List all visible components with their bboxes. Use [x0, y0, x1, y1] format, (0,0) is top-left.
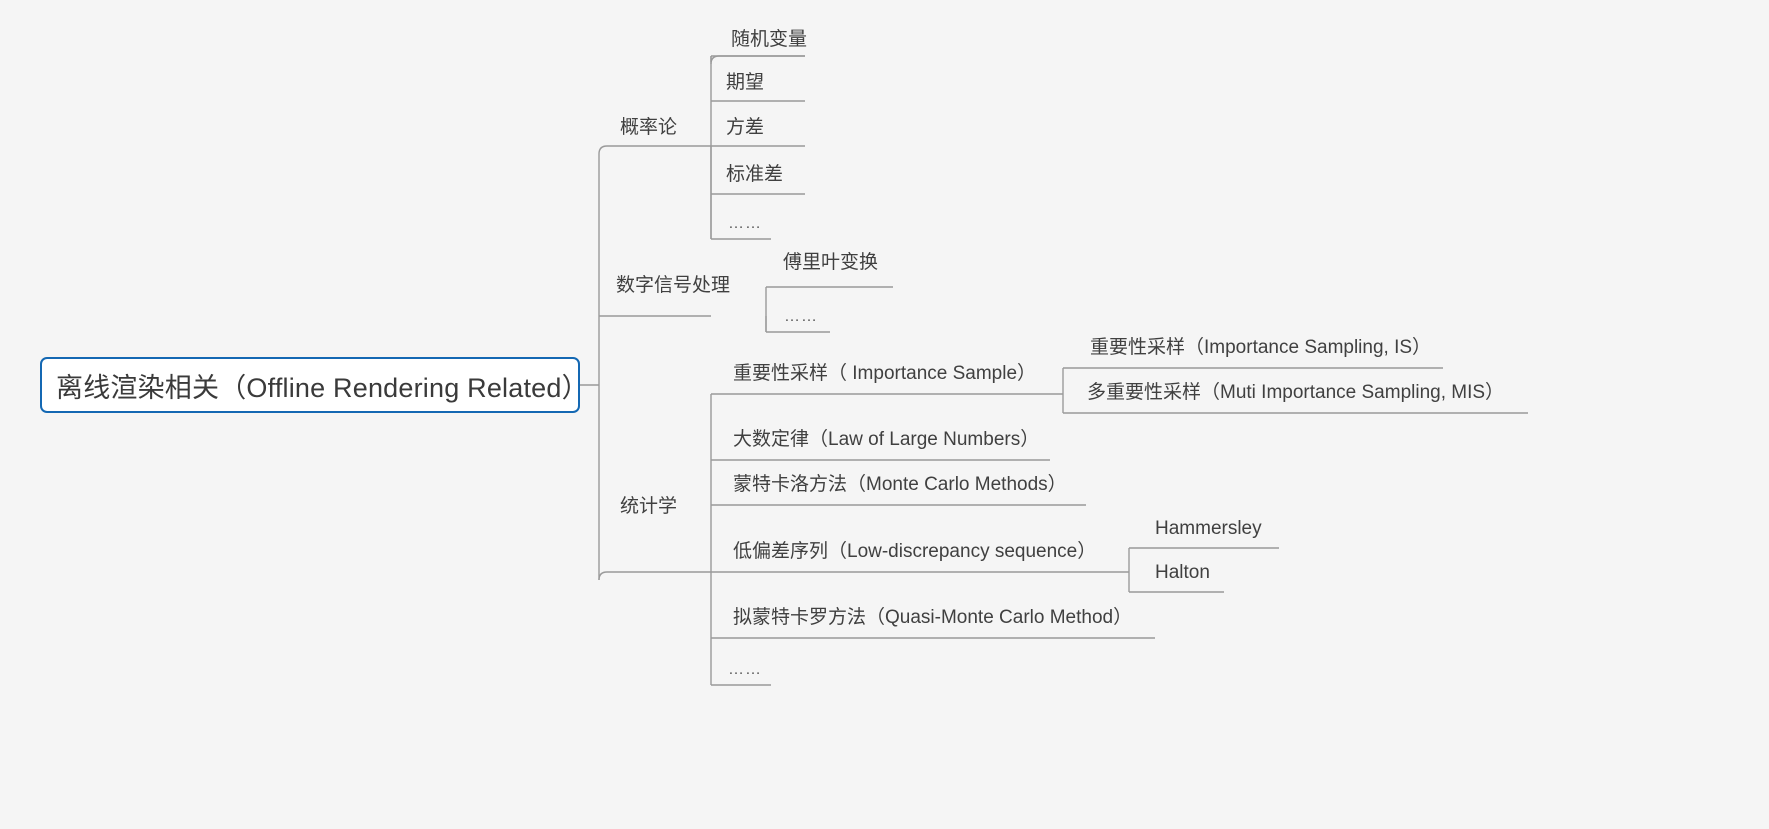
node-statistics-more-label: …… — [728, 661, 762, 678]
node-low-discrepancy-sequence-label: 低偏差序列（Low-discrepancy sequence） — [733, 541, 1097, 562]
node-expectation[interactable]: 期望 — [726, 73, 764, 92]
node-hammersley-label: Hammersley — [1155, 518, 1262, 539]
node-monte-carlo-methods-label: 蒙特卡洛方法（Monte Carlo Methods） — [733, 474, 1067, 495]
node-dsp-more-label: …… — [784, 308, 818, 325]
node-halton[interactable]: Halton — [1155, 563, 1210, 582]
node-probability-more-label: …… — [728, 215, 762, 232]
root-node[interactable]: 离线渲染相关（Offline Rendering Related） — [40, 357, 589, 413]
node-importance-sampling-is-label: 重要性采样（Importance Sampling, IS） — [1090, 337, 1432, 358]
node-quasi-monte-carlo-label: 拟蒙特卡罗方法（Quasi-Monte Carlo Method） — [733, 607, 1133, 628]
node-expectation-label: 期望 — [726, 72, 765, 93]
node-standard-deviation[interactable]: 标准差 — [726, 165, 783, 184]
branch-dsp[interactable]: 数字信号处理 — [616, 276, 730, 295]
node-variance[interactable]: 方差 — [726, 118, 764, 137]
branch-dsp-label: 数字信号处理 — [616, 275, 731, 296]
node-probability-more[interactable]: …… — [728, 216, 762, 232]
node-importance-sample[interactable]: 重要性采样（ Importance Sample） — [733, 364, 1036, 383]
wire-lvl1-statistics — [598, 571, 711, 581]
branch-statistics-label: 统计学 — [620, 496, 678, 517]
wire-prob-random-var — [710, 55, 805, 65]
branch-probability-label: 概率论 — [620, 117, 678, 138]
node-halton-label: Halton — [1155, 562, 1210, 583]
node-hammersley[interactable]: Hammersley — [1155, 519, 1262, 538]
node-low-discrepancy-sequence[interactable]: 低偏差序列（Low-discrepancy sequence） — [733, 542, 1096, 561]
root-label: 离线渲染相关（Offline Rendering Related） — [56, 372, 589, 403]
node-multiple-importance-sampling-mis-label: 多重要性采样（Muti Importance Sampling, MIS） — [1087, 382, 1505, 403]
node-random-variable[interactable]: 随机变量 — [731, 30, 807, 49]
node-fourier-transform[interactable]: 傅里叶变换 — [783, 253, 878, 272]
node-quasi-monte-carlo[interactable]: 拟蒙特卡罗方法（Quasi-Monte Carlo Method） — [733, 608, 1132, 627]
branch-statistics[interactable]: 统计学 — [620, 497, 677, 516]
node-variance-label: 方差 — [726, 117, 765, 138]
node-fourier-transform-label: 傅里叶变换 — [783, 252, 879, 273]
node-statistics-more[interactable]: …… — [728, 662, 762, 678]
branch-probability[interactable]: 概率论 — [620, 118, 677, 137]
node-dsp-more[interactable]: …… — [784, 309, 818, 325]
node-importance-sampling-is[interactable]: 重要性采样（Importance Sampling, IS） — [1090, 338, 1431, 357]
node-monte-carlo-methods[interactable]: 蒙特卡洛方法（Monte Carlo Methods） — [733, 475, 1067, 494]
node-random-variable-label: 随机变量 — [731, 29, 808, 50]
node-law-large-numbers-label: 大数定律（Law of Large Numbers） — [733, 429, 1040, 450]
node-importance-sample-label: 重要性采样（ Importance Sample） — [733, 363, 1037, 384]
wire-lvl1-probability — [598, 145, 711, 155]
node-standard-deviation-label: 标准差 — [726, 164, 784, 185]
node-multiple-importance-sampling-mis[interactable]: 多重要性采样（Muti Importance Sampling, MIS） — [1087, 383, 1504, 402]
node-law-large-numbers[interactable]: 大数定律（Law of Large Numbers） — [733, 430, 1039, 449]
